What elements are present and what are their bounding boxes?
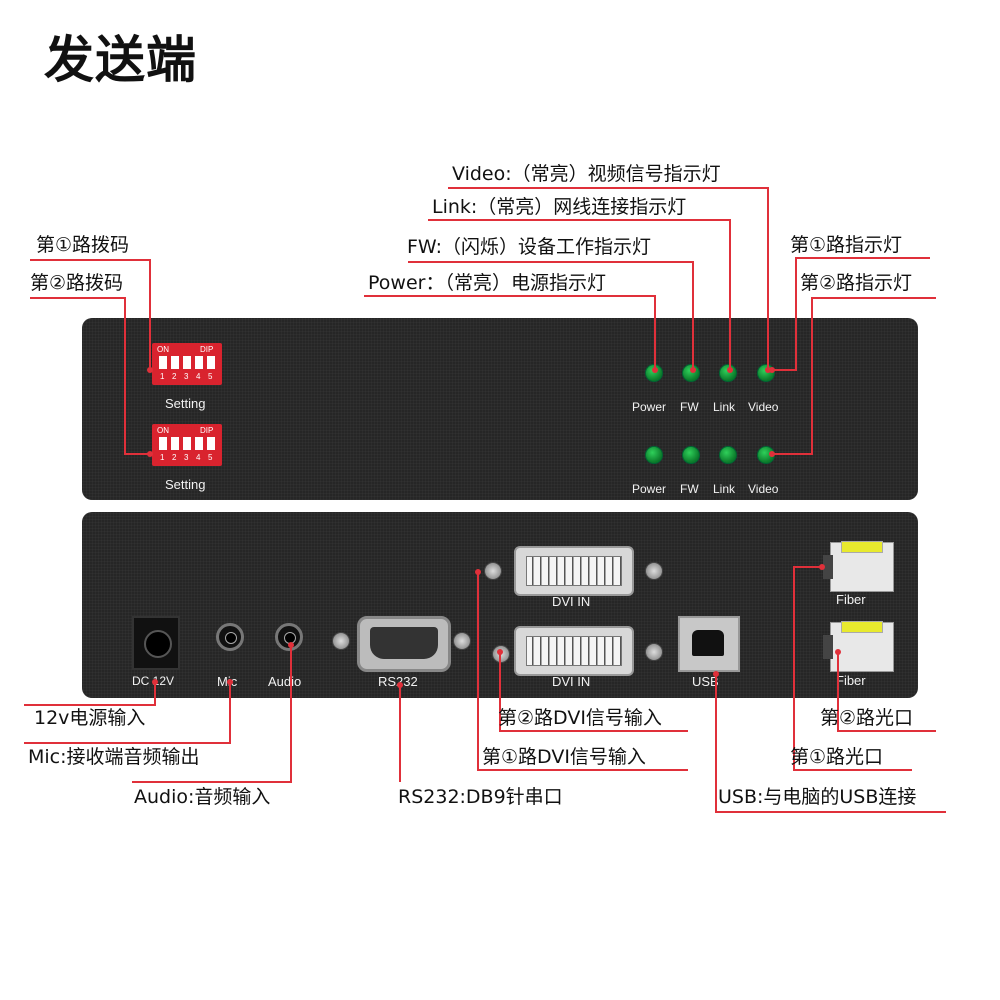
dip-on-label: ON [157, 345, 169, 354]
callout-fw: FW:（闪烁）设备工作指示灯 [407, 236, 652, 258]
led-label-video: Video [748, 482, 779, 496]
leader-usb [715, 674, 946, 813]
callout-usb: USB:与电脑的USB连接 [718, 786, 917, 808]
fiber-port-2[interactable] [823, 621, 894, 672]
callout-ch2-led: 第②路指示灯 [800, 272, 913, 294]
leader-ch1-led [772, 257, 930, 371]
dc-power-jack[interactable] [132, 616, 180, 670]
dip-number: 2 [172, 453, 177, 462]
callout-dvi2: 第②路DVI信号输入 [498, 707, 662, 729]
rs232-screw-left [332, 632, 350, 650]
dip-number: 1 [160, 453, 165, 462]
setting-label-1: Setting [165, 396, 206, 411]
fiber-port-1[interactable] [823, 541, 894, 592]
callout-fiber1: 第①路光口 [790, 746, 884, 768]
leader-audio [132, 645, 292, 783]
leader-video [448, 187, 769, 370]
leader-fw [408, 261, 694, 370]
dip-dip-label: DIP [200, 345, 214, 354]
rs232-label: RS232 [378, 674, 418, 689]
audio-label: Audio [268, 674, 302, 689]
setting-label-2: Setting [165, 477, 206, 492]
page-title: 发送端 [44, 31, 197, 89]
leader-fiber1 [793, 566, 912, 771]
callout-power-in: 12v电源输入 [34, 707, 146, 729]
dvi-port-1[interactable] [514, 546, 634, 596]
dip-number: 5 [208, 372, 213, 381]
leader-ch1-dip [30, 259, 151, 370]
callout-rs232: RS232:DB9针串口 [398, 786, 563, 808]
dvi-label-1: DVI IN [552, 594, 591, 609]
callout-fiber2: 第②路光口 [820, 707, 914, 729]
link-led-2 [719, 446, 737, 464]
rs232-port[interactable] [357, 616, 451, 672]
callout-ch2-dip: 第②路拨码 [30, 272, 124, 294]
led-label-power: Power [632, 400, 667, 414]
leader-ch2-dip [30, 297, 150, 455]
dvi-port-2[interactable] [514, 626, 634, 676]
leader-fiber2 [837, 652, 936, 732]
dip-number: 4 [196, 372, 201, 381]
callout-ch1-dip: 第①路拨码 [36, 234, 130, 256]
led-label-link: Link [713, 400, 736, 414]
dip-dip-label: DIP [200, 426, 214, 435]
callout-ch1-led: 第①路指示灯 [790, 234, 903, 256]
dip-switch-1[interactable]: ON DIP 1 2 3 4 5 [152, 343, 222, 385]
fiber-label-1: Fiber [836, 592, 866, 607]
led-label-power: Power [632, 482, 667, 496]
dip-number: 3 [184, 453, 189, 462]
dip-switch-2[interactable]: ON DIP 1 2 3 4 5 [152, 424, 222, 466]
front-panel: ON DIP 1 2 3 4 5 Setting ON DIP 1 2 3 4 … [82, 318, 918, 500]
callout-audio: Audio:音频输入 [134, 786, 271, 808]
callout-link: Link:（常亮）网线连接指示灯 [432, 196, 687, 218]
led-label-fw: FW [680, 482, 699, 496]
rear-panel: DC 12V Mic Audio RS232 DVI IN DVI IN USB… [82, 512, 918, 698]
callout-dvi1: 第①路DVI信号输入 [482, 746, 646, 768]
led-label-video: Video [748, 400, 779, 414]
leader-ch2-led [772, 297, 936, 455]
dip-number: 5 [208, 453, 213, 462]
dip-number: 1 [160, 372, 165, 381]
led-label-fw: FW [680, 400, 699, 414]
leader-dvi2 [499, 652, 688, 732]
dvi2-screw-right [645, 643, 663, 661]
usb-port[interactable] [678, 616, 740, 672]
callout-mic: Mic:接收端音频输出 [28, 746, 200, 768]
rs232-screw-right [453, 632, 471, 650]
power-led-2 [645, 446, 663, 464]
fiber-label-2: Fiber [836, 673, 866, 688]
dip-number: 2 [172, 372, 177, 381]
callout-power: Power：（常亮）电源指示灯 [368, 272, 606, 294]
usb-label: USB [692, 674, 719, 689]
dvi1-screw-left [484, 562, 502, 580]
led-label-link: Link [713, 482, 736, 496]
callout-video: Video:（常亮）视频信号指示灯 [452, 163, 721, 185]
leader-mic [24, 682, 231, 744]
leader-power-in [24, 682, 156, 706]
dvi-label-2: DVI IN [552, 674, 591, 689]
dip-on-label: ON [157, 426, 169, 435]
dip-number: 4 [196, 453, 201, 462]
fw-led-2 [682, 446, 700, 464]
dip-number: 3 [184, 372, 189, 381]
mic-jack[interactable] [216, 623, 244, 651]
dvi1-screw-right [645, 562, 663, 580]
leader-dvi1 [477, 572, 688, 771]
leader-link [428, 219, 731, 370]
leader-power [364, 295, 656, 370]
